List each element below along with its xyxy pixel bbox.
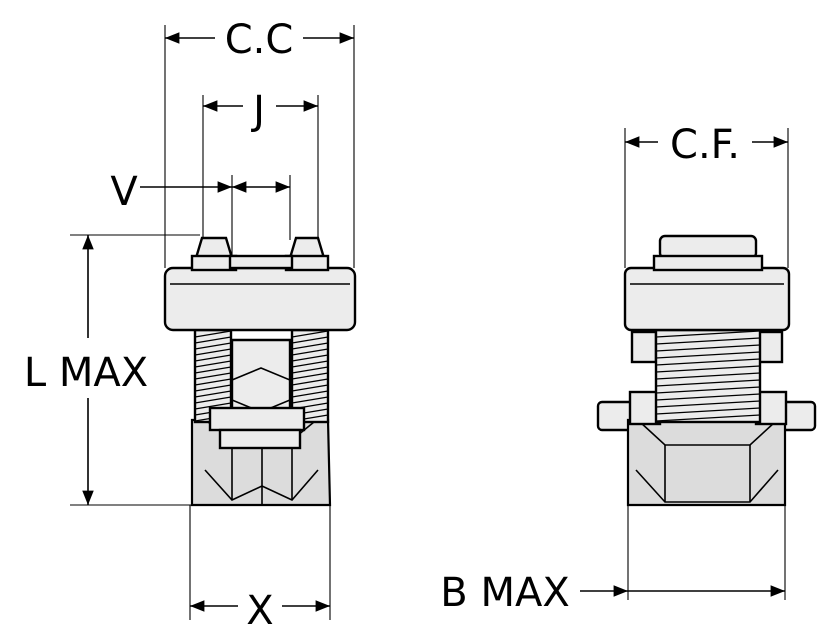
dimension-label-v: V: [110, 169, 138, 215]
dimension-label-j: J: [250, 88, 265, 134]
dimension-label-cf: C.F.: [670, 122, 740, 168]
dimension-label-l-max: L MAX: [24, 350, 148, 396]
side-view: C.F. B MAX: [440, 122, 817, 616]
front-view: C.C J V L MAX X: [24, 17, 357, 634]
dimension-label-b-max: B MAX: [440, 570, 569, 616]
dimension-label-x: X: [246, 588, 273, 634]
dimension-label-cc: C.C: [225, 17, 294, 63]
